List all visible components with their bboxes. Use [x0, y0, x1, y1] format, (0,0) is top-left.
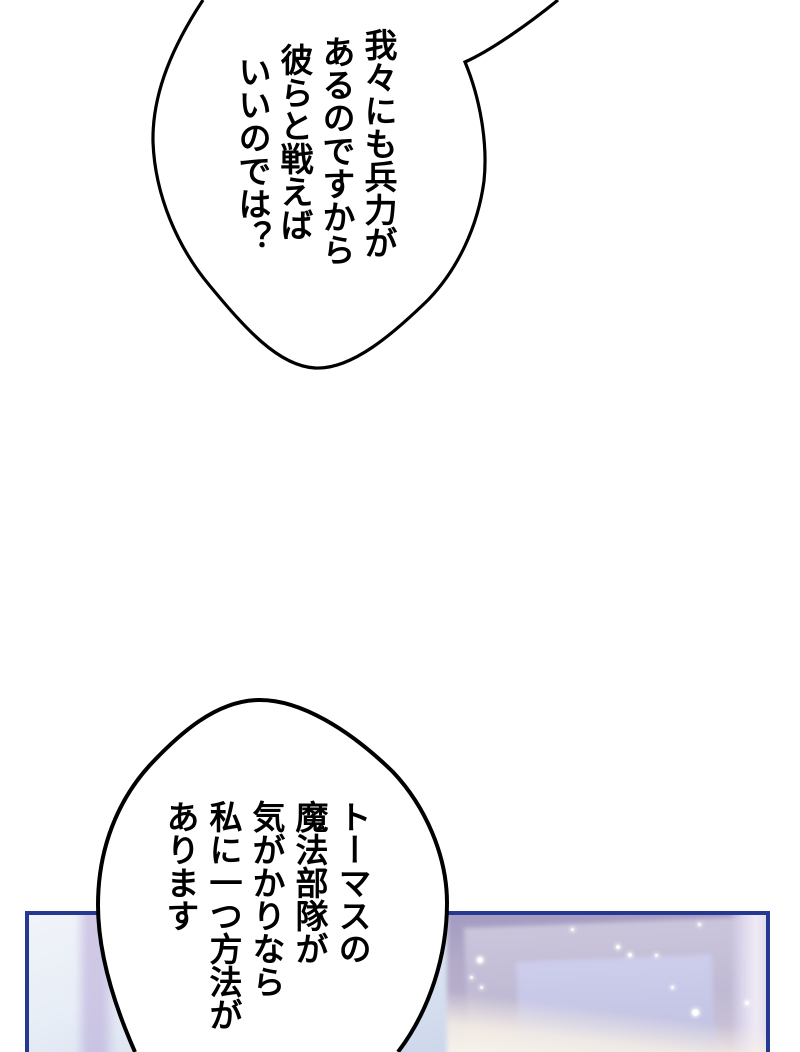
- text-line: 魔法部隊が: [290, 800, 329, 965]
- sparkle: [480, 986, 483, 989]
- text-line: いいのでは？: [233, 55, 272, 253]
- sparkle: [698, 923, 701, 926]
- speech-bubble-bottom-text: トーマスの 魔法部隊が 気がかりなら 私に一つ方法が あります: [159, 800, 374, 1052]
- sparkle: [745, 1001, 749, 1005]
- text-line: あります: [161, 800, 200, 932]
- sparkle: [655, 954, 658, 957]
- sparkle: [671, 986, 674, 989]
- text-line: あるのですから: [317, 35, 356, 266]
- sparkle: [477, 957, 483, 963]
- manga-panel: [25, 911, 770, 1052]
- text-line: 彼らと戦えば: [275, 43, 314, 241]
- sparkle-particles: [29, 915, 766, 1052]
- text-line: 気がかりなら: [247, 800, 286, 998]
- sparkle: [628, 953, 632, 957]
- speech-bubble-top-text: 我々にも兵力が あるのですから 彼らと戦えば いいのでは？: [231, 28, 399, 348]
- sparkle: [470, 976, 473, 979]
- sparkle: [616, 945, 620, 949]
- sparkle: [692, 1009, 699, 1016]
- text-line: 私に一つ方法が: [204, 800, 243, 1031]
- text-line: トーマスの: [333, 800, 372, 965]
- sparkle: [571, 928, 574, 931]
- text-line: 我々にも兵力が: [359, 28, 398, 259]
